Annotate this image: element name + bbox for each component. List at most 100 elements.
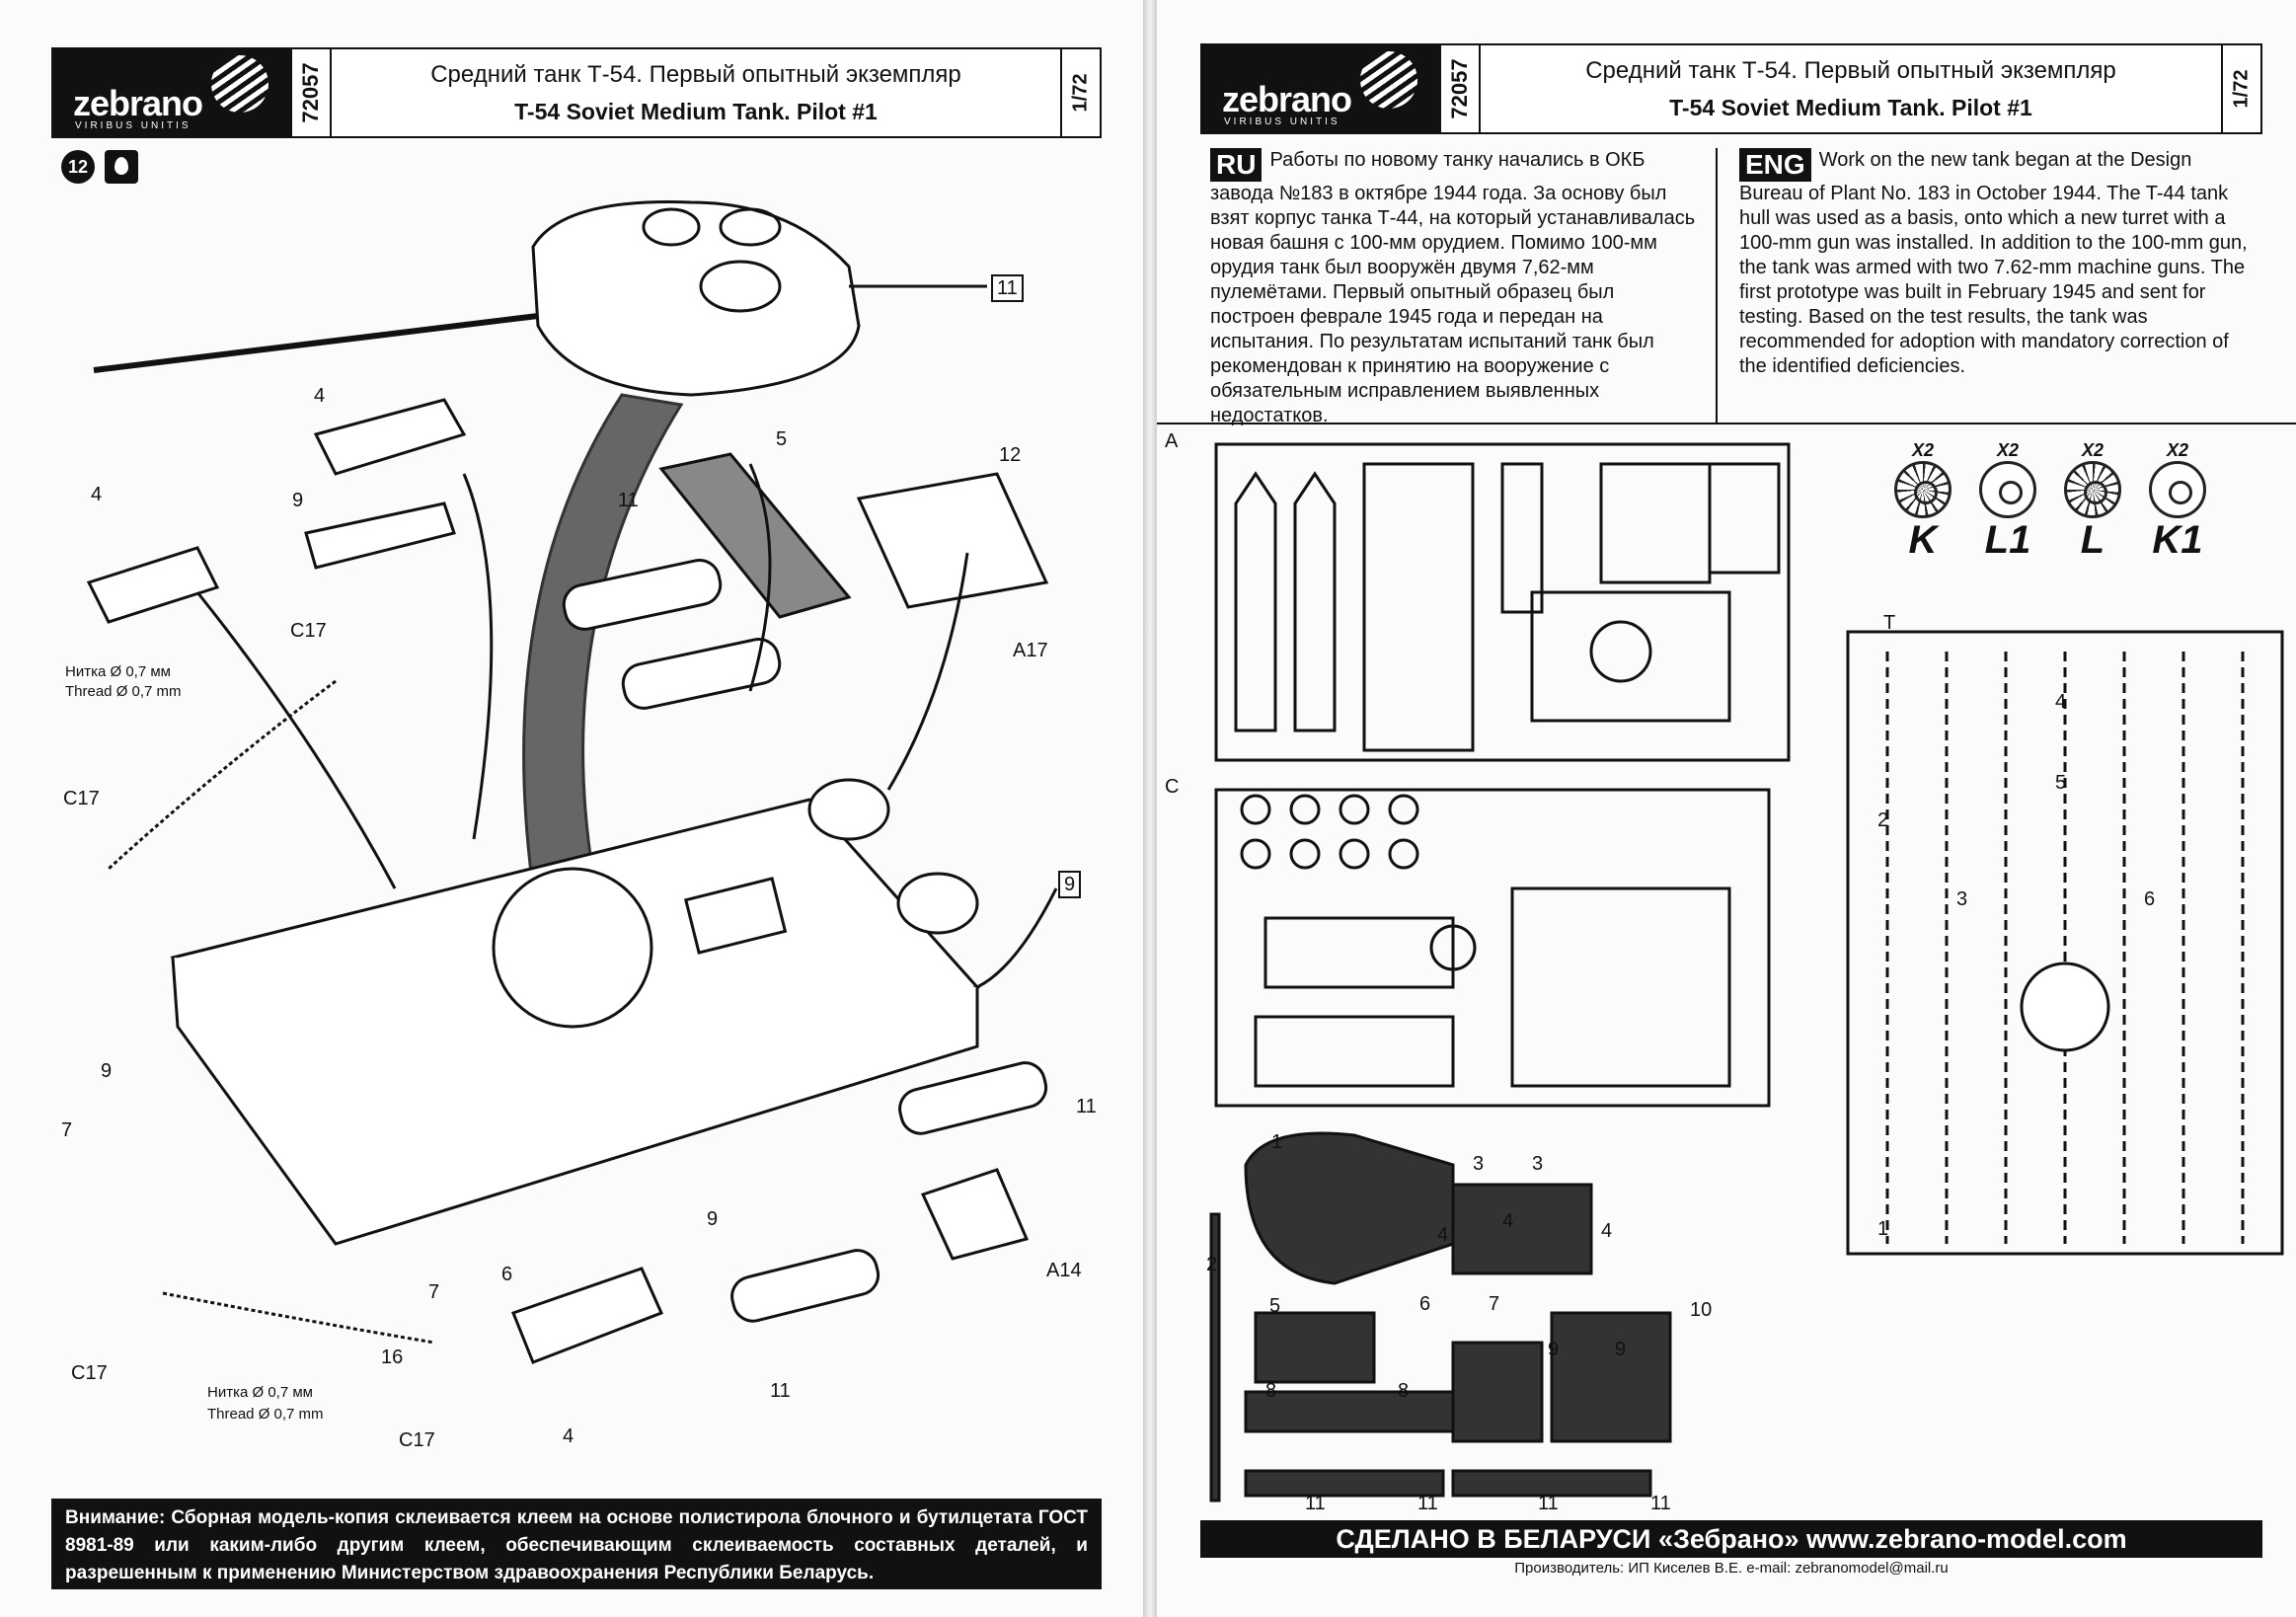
label-part-9c: 9 xyxy=(707,1208,719,1230)
assembly-arrow xyxy=(522,393,684,890)
track-num-5: 5 xyxy=(2055,772,2067,794)
lang-tag-en: ENG xyxy=(1739,148,1811,182)
wheel-k: X2 K xyxy=(1883,440,1962,563)
zebra-stripes-icon xyxy=(1360,51,1417,109)
sprue-a-label: A xyxy=(1165,430,1179,452)
resin-11a: 11 xyxy=(1305,1493,1326,1514)
title-block: Средний танк Т-54. Первый опытный экземп… xyxy=(332,49,1060,136)
sprue-a-frame xyxy=(1214,442,1791,762)
road-wheel-icon xyxy=(2064,461,2121,518)
title-ru: Средний танк Т-54. Первый опытный экземп… xyxy=(1585,57,2116,84)
manufacturer-line: Производитель: ИП Киселев В.Е. e-mail: z… xyxy=(1514,1560,1949,1577)
sprue-diagrams xyxy=(1209,442,2284,1502)
brand-name: zebrano xyxy=(73,83,203,123)
label-part-7b: 7 xyxy=(428,1281,440,1303)
step-number: 12 xyxy=(61,150,95,184)
gun-barrel xyxy=(93,313,539,373)
resin-2: 2 xyxy=(1206,1254,1218,1275)
thread-note-ru-a: Нитка Ø 0,7 мм xyxy=(65,663,171,680)
label-part-4a: 4 xyxy=(314,385,326,407)
title-ru: Средний танк Т-54. Первый опытный экземп… xyxy=(430,61,961,88)
resin-8b: 8 xyxy=(1398,1380,1410,1402)
label-part-11: 11 xyxy=(618,490,639,511)
header-right: zebrano VIRIBUS UNITIS 72057 Средний тан… xyxy=(1200,43,2262,134)
kit-code: 72057 xyxy=(1439,45,1481,132)
kit-scale: 1/72 xyxy=(1060,49,1100,136)
label-a17: A17 xyxy=(1013,640,1048,661)
right-page: zebrano VIRIBUS UNITIS 72057 Средний тан… xyxy=(1157,0,2296,1617)
glue-warning: Внимание: Сборная модель-копия склеивает… xyxy=(51,1499,1102,1589)
history-en-text: Work on the new tank began at the Design… xyxy=(1739,149,2248,377)
kit-scale: 1/72 xyxy=(2221,45,2260,132)
kit-code: 72057 xyxy=(290,49,332,136)
resin-8a: 8 xyxy=(1265,1380,1277,1402)
resin-1: 1 xyxy=(1271,1131,1283,1153)
wheel-l: X2 L xyxy=(2053,440,2132,563)
track-num-6: 6 xyxy=(2144,888,2156,910)
resin-11c: 11 xyxy=(1538,1493,1559,1514)
resin-10: 10 xyxy=(1690,1299,1713,1321)
callout-box-9: 9 xyxy=(1058,871,1082,898)
wheel-k1: X2 K1 xyxy=(2138,440,2217,563)
resin-7: 7 xyxy=(1489,1293,1500,1315)
thread-note-ru-b: Нитка Ø 0,7 мм xyxy=(207,1384,313,1401)
left-page: zebrano VIRIBUS UNITIS 72057 Средний тан… xyxy=(0,0,1143,1617)
label-part-5: 5 xyxy=(776,428,788,450)
lang-tag-ru: RU xyxy=(1210,148,1263,182)
brand-motto: VIRIBUS UNITIS xyxy=(1224,116,1340,127)
label-a14: A14 xyxy=(1046,1260,1082,1281)
resin-4b: 4 xyxy=(1502,1210,1514,1232)
page-gutter xyxy=(1143,0,1157,1617)
track-num-2: 2 xyxy=(1877,809,1889,831)
sprue-c-label: C xyxy=(1165,776,1180,798)
resin-3b: 3 xyxy=(1532,1153,1544,1175)
brand-name: zebrano xyxy=(1222,79,1352,119)
resin-4a: 4 xyxy=(1437,1224,1449,1246)
thread-note-en-a: Thread Ø 0,7 mm xyxy=(65,683,182,700)
resin-5: 5 xyxy=(1269,1295,1281,1317)
label-c17-d: C17 xyxy=(399,1429,435,1451)
brand-motto: VIRIBUS UNITIS xyxy=(75,120,191,131)
track-num-1: 1 xyxy=(1877,1218,1889,1240)
header-left: zebrano VIRIBUS UNITIS 72057 Средний тан… xyxy=(51,47,1102,138)
road-wheel-icon xyxy=(2149,461,2206,518)
label-part-4b: 4 xyxy=(91,484,103,505)
callout-box-11: 11 xyxy=(991,274,1024,302)
label-part-16: 16 xyxy=(381,1347,404,1368)
track-num-3: 3 xyxy=(1956,888,1968,910)
label-part-9b: 9 xyxy=(101,1060,113,1082)
label-part-7a: 7 xyxy=(61,1119,73,1141)
resin-turret xyxy=(1244,1131,1455,1285)
resin-3a: 3 xyxy=(1473,1153,1485,1175)
road-wheel-icon xyxy=(1894,461,1952,518)
assembly-drawing xyxy=(86,200,1058,1364)
track-num-4: 4 xyxy=(2055,691,2067,713)
resin-4c: 4 xyxy=(1601,1220,1613,1242)
turret-outline xyxy=(531,200,861,397)
title-en: T-54 Soviet Medium Tank. Pilot #1 xyxy=(514,99,878,124)
history-ru-text: Работы по новому танку начались в ОКБ за… xyxy=(1210,149,1696,426)
resin-11d: 11 xyxy=(1650,1493,1671,1514)
label-part-12: 12 xyxy=(999,444,1022,466)
glue-drop-icon xyxy=(105,150,138,184)
road-wheel-icon xyxy=(1979,461,2036,518)
brand-logo-right: zebrano VIRIBUS UNITIS xyxy=(1202,45,1439,132)
label-c17-b: C17 xyxy=(63,788,100,809)
thread-cable-top xyxy=(107,679,337,871)
title-en: T-54 Soviet Medium Tank. Pilot #1 xyxy=(1669,95,2032,120)
sprue-t-frame xyxy=(1846,630,2284,1256)
sprue-c-frame xyxy=(1214,788,1771,1108)
resin-6: 6 xyxy=(1419,1293,1431,1315)
section-rule xyxy=(1157,423,2296,424)
thread-note-en-b: Thread Ø 0,7 mm xyxy=(207,1406,324,1423)
text-divider xyxy=(1716,148,1718,423)
label-c17-a: C17 xyxy=(290,620,327,642)
label-c17-c: C17 xyxy=(71,1362,108,1384)
label-part-6: 6 xyxy=(501,1264,513,1285)
resin-11b: 11 xyxy=(1417,1493,1438,1514)
label-part-11b: 11 xyxy=(1076,1096,1097,1117)
zebra-stripes-icon xyxy=(211,55,268,113)
resin-9b: 9 xyxy=(1615,1339,1627,1360)
